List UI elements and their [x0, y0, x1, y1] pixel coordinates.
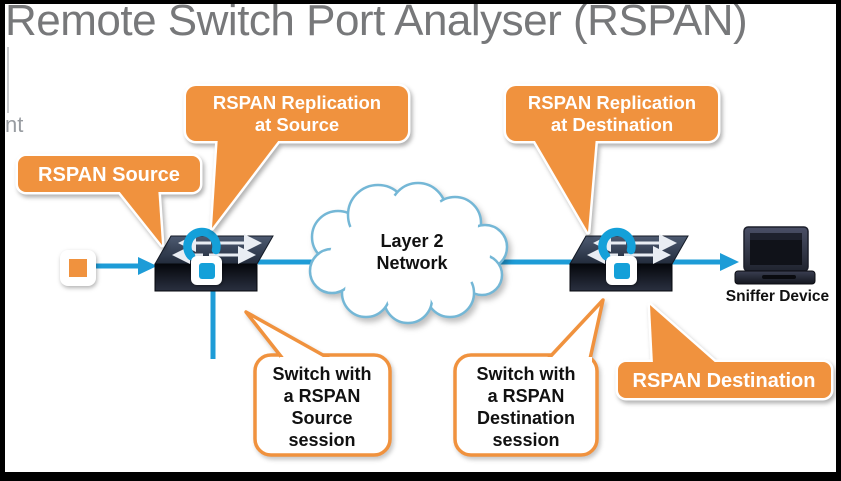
replication-destination-line1: RSPAN Replication	[528, 92, 696, 113]
laptop-icon	[734, 226, 816, 285]
source-session-line4: session	[288, 430, 355, 450]
replication-source-line2: at Source	[255, 114, 339, 135]
sniffer-device-label: Sniffer Device	[725, 288, 830, 305]
rspan-destination-callout: RSPAN Destination	[615, 302, 834, 401]
page-title: Remote Switch Port Analyser (RSPAN)	[5, 0, 748, 45]
replication-destination-line2: at Destination	[551, 114, 673, 135]
arrowhead-icon	[720, 253, 739, 271]
orange-square-node-icon	[60, 250, 96, 286]
replication-source-line1: RSPAN Replication	[213, 92, 381, 113]
source-session-line2: a RSPAN	[284, 386, 361, 406]
cloud-icon: Layer 2 Network	[308, 181, 509, 325]
destination-session-line3: Destination	[477, 408, 575, 428]
destination-switch-icon	[569, 227, 689, 292]
page-edge-line	[7, 47, 9, 113]
source-session-line1: Switch with	[273, 364, 372, 384]
replication-at-destination-callout: RSPAN Replication at Destination	[503, 83, 721, 235]
cloud-label-line1: Layer 2	[380, 231, 443, 251]
rspan-source-callout: RSPAN Source	[15, 153, 203, 248]
replication-at-source-callout: RSPAN Replication at Source	[183, 83, 411, 231]
destination-session-line2: a RSPAN	[488, 386, 565, 406]
destination-session-line4: session	[492, 430, 559, 450]
cloud-label-line2: Network	[376, 253, 448, 273]
source-session-line3: Source	[291, 408, 352, 428]
arrowhead-icon	[138, 257, 157, 275]
clipped-left-text: nt	[5, 112, 24, 137]
rspan-source-label: RSPAN Source	[38, 164, 180, 186]
destination-session-line1: Switch with	[477, 364, 576, 384]
source-switch-icon	[154, 227, 274, 292]
source-session-bubble: Switch with a RSPAN Source session	[244, 310, 392, 457]
destination-session-bubble: Switch with a RSPAN Destination session	[453, 298, 605, 457]
open-lock-icon	[183, 227, 222, 285]
open-lock-icon	[598, 227, 637, 285]
rspan-destination-label: RSPAN Destination	[633, 370, 816, 392]
